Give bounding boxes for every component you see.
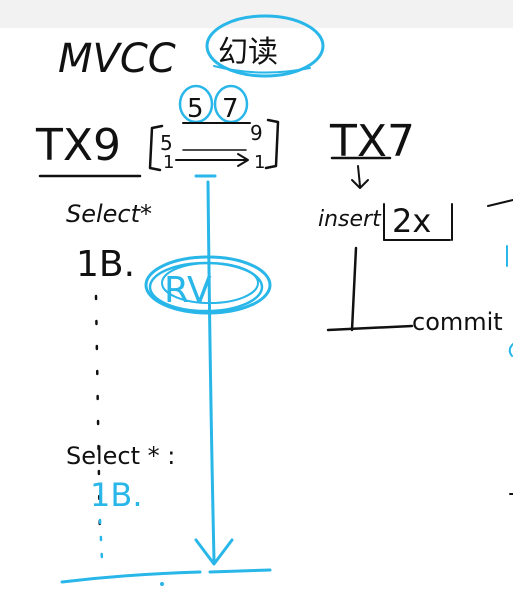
step1-result: 1B. <box>76 244 135 285</box>
commit-horizontal <box>326 324 414 332</box>
above-left-number: 5 <box>187 94 204 124</box>
insert-value: 2x <box>392 202 431 240</box>
above-right-number: 7 <box>222 94 239 124</box>
tx-left-label: TX9 <box>35 120 121 171</box>
heading-phantom-read: 幻读 <box>218 35 278 70</box>
top-shadow-band <box>0 0 513 28</box>
left-dotted-line <box>94 294 102 542</box>
bottom-baseline-left <box>60 570 202 584</box>
bottom-baseline-right <box>208 568 272 574</box>
rv-ellipse-3 <box>161 262 259 304</box>
bracket-right <box>264 118 280 170</box>
right-edge-blue-arc <box>508 343 513 357</box>
step2-text: Select * : <box>66 442 175 470</box>
highlight-underline <box>213 65 311 74</box>
range-right-top: 9 <box>250 121 263 145</box>
heading-mvcc: MVCC <box>58 36 176 82</box>
commit-vertical <box>350 246 358 332</box>
timeline-arrow-head <box>194 538 234 566</box>
rv-ellipse-1 <box>144 255 272 315</box>
left-blue-dotted <box>98 518 104 562</box>
timeline-line <box>206 180 216 562</box>
range-right-bottom: 1 <box>254 152 265 173</box>
tx-right-label: TX7 <box>329 116 415 167</box>
highlight-circle <box>205 14 325 78</box>
step2-result: 1B. <box>90 476 142 514</box>
commit-text: commit <box>412 308 503 336</box>
range-arrow-head <box>237 153 249 167</box>
range-left-bottom: 1 <box>163 152 174 173</box>
tx-right-arrow-head <box>351 179 369 189</box>
range-left-top: 5 <box>160 131 173 155</box>
tx-right-arrow-line <box>357 165 361 187</box>
right-edge-stroke <box>487 199 513 207</box>
insert-text: insert <box>318 207 382 232</box>
rv-label: RV <box>164 270 212 311</box>
step1-text: Select* <box>66 200 152 228</box>
baseline-dot <box>160 582 164 586</box>
bracket-left <box>148 124 164 172</box>
